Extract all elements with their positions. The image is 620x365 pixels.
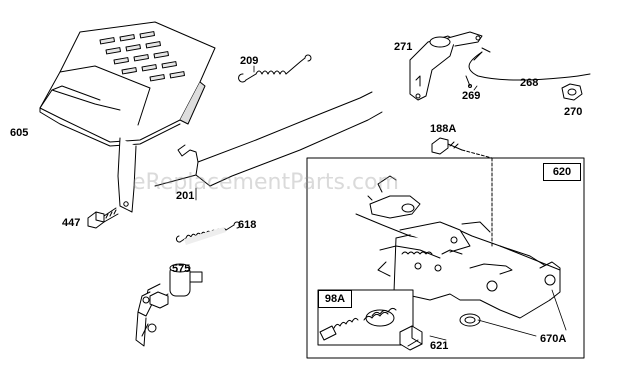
- part-label-188A[interactable]: 188A: [430, 123, 457, 135]
- part-label-269[interactable]: 269: [462, 90, 481, 102]
- nut-270: [561, 83, 583, 101]
- control-cover-605: [39, 21, 216, 213]
- part-label-621[interactable]: 621: [430, 340, 449, 352]
- governor-rod-201: [154, 91, 383, 187]
- control-bracket-271: [409, 31, 483, 101]
- spring-209: [238, 54, 312, 83]
- spring-618: [175, 221, 241, 245]
- control-cable-268: [465, 47, 591, 88]
- part-label-620[interactable]: 620: [543, 163, 581, 181]
- key-switch-575: [135, 263, 203, 347]
- watermark-text: eReplacementParts.com: [132, 170, 399, 195]
- leader-lines: [195, 65, 567, 341]
- part-label-98A[interactable]: 98A: [318, 290, 352, 308]
- part-label-201[interactable]: 201: [176, 190, 195, 202]
- part-label-575[interactable]: 575: [172, 263, 191, 275]
- part-label-271[interactable]: 271: [394, 41, 413, 53]
- part-label-605[interactable]: 605: [10, 127, 29, 139]
- part-label-618[interactable]: 618: [238, 219, 257, 231]
- part-label-447[interactable]: 447: [62, 217, 81, 229]
- part-label-209[interactable]: 209: [240, 55, 259, 67]
- part-label-670A[interactable]: 670A: [540, 333, 567, 345]
- control-assembly-620: [355, 157, 561, 327]
- screw-447: [87, 207, 119, 229]
- screw-188A: [431, 137, 493, 159]
- part-label-270[interactable]: 270: [564, 106, 583, 118]
- part-label-268[interactable]: 268: [520, 77, 539, 89]
- clip-621: [399, 325, 423, 351]
- assembly-frame-620: [306, 157, 585, 359]
